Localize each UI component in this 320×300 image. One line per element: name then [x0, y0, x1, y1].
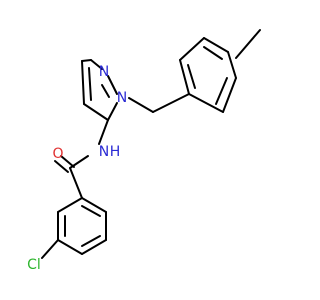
atom-n-amide: N [99, 144, 109, 160]
bonds [41, 29, 261, 259]
bond-chloro-6 [81, 197, 107, 213]
atom-labels: N N N H O Cl [27, 64, 127, 273]
bond-chloro-4 [81, 239, 107, 255]
bond-co-o-2 [54, 160, 69, 173]
atom-cl: Cl [27, 257, 41, 273]
bond-co-cipso [69, 167, 83, 199]
atom-n-ring: N [99, 64, 109, 80]
bond-co-o-1 [60, 155, 75, 168]
bond-c5-n1 [107, 102, 118, 121]
bond-tolyl-5 [179, 37, 205, 61]
bond-methyl [235, 29, 261, 59]
bond-tolyl-2-inner [215, 77, 228, 105]
atom-n-substituted: N [117, 90, 127, 106]
atom-h-amide: H [110, 144, 121, 160]
bond-chloro-6-inner [81, 205, 101, 217]
atom-o-carbonyl: O [52, 146, 63, 162]
bond-n2-c3 [90, 59, 103, 70]
bond-tolyl-2 [222, 77, 237, 113]
bond-n2-c3-ring [81, 59, 92, 62]
bond-tolyl-6 [179, 59, 190, 95]
bond-tolyl-4-inner [203, 46, 223, 60]
molecule-structure-diagram: N N N H O Cl [27, 29, 261, 273]
bond-n2-n1 [107, 75, 118, 95]
bond-c5-nh [98, 119, 109, 145]
bond-c3-c4 [81, 60, 85, 105]
bond-tolyl-6-inner [187, 64, 196, 89]
bond-chloro-4-inner [81, 235, 101, 247]
bond-tolyl-4 [203, 37, 229, 53]
bond-c-cl [41, 239, 59, 259]
bond-n1-ch2 [128, 97, 154, 113]
bond-chloro-3 [57, 239, 83, 255]
bond-chloro-1 [57, 197, 83, 213]
bond-tolyl-1 [188, 93, 224, 113]
bond-n2-n1-inner [101, 84, 110, 98]
bond-c4-c5 [83, 103, 109, 121]
bond-tolyl-3 [227, 51, 237, 79]
bond-ch2-c1p [152, 93, 190, 113]
bond-c3-c4-inner [88, 67, 92, 101]
